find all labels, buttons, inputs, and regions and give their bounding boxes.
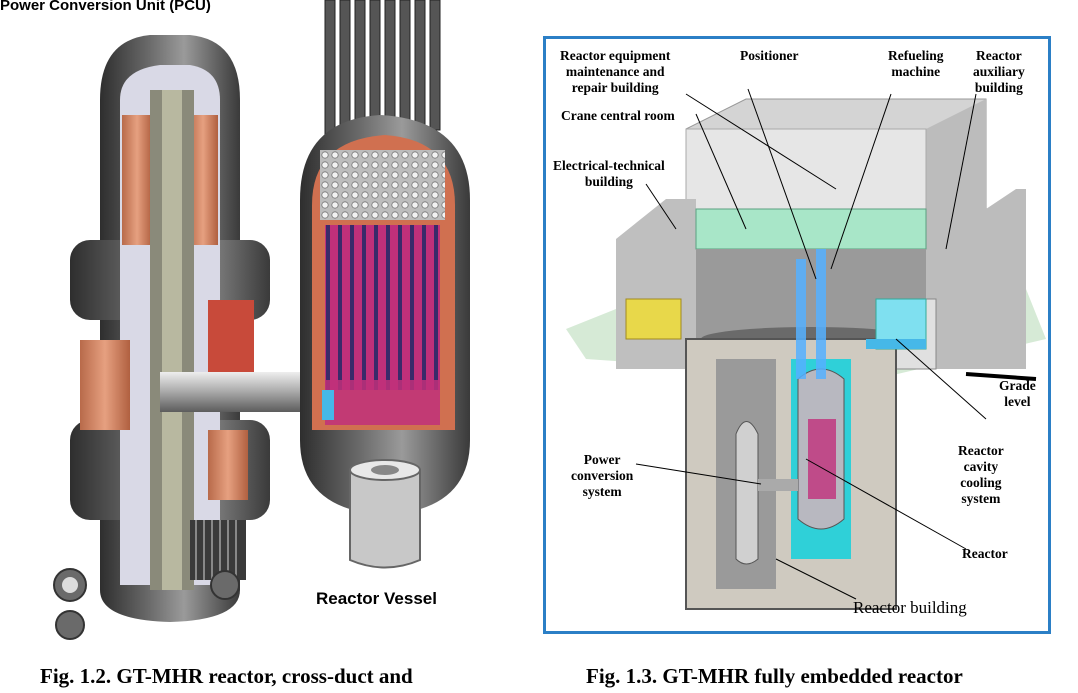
label-electrical-technical-building: Electrical-technical building: [553, 158, 665, 189]
grade-level-line: [965, 372, 1037, 381]
label-crane-central-room: Crane central room: [561, 108, 675, 123]
reactor-vessel-label: Reactor Vessel: [316, 589, 437, 608]
leader-lines: [635, 88, 987, 600]
pcu-vessel: [53, 35, 270, 640]
caption-fig-1-3: Fig. 1.3. GT-MHR fully embedded reactor: [586, 664, 963, 688]
label-maintenance-building: Reactor equipment maintenance and repair…: [560, 48, 671, 95]
caption-fig-1-2: Fig. 1.2. GT-MHR reactor, cross-duct and: [40, 664, 413, 688]
label-power-conversion-system: Power conversion system: [571, 452, 634, 499]
label-reactor: Reactor: [962, 546, 1008, 561]
reactor-vessel: [300, 0, 470, 569]
underground-silo: [685, 249, 927, 610]
gt-mhr-cutaway-illustration: [53, 0, 470, 640]
label-auxiliary-building: Reactor auxiliary building: [973, 48, 1025, 95]
label-reactor-building: Reactor building: [853, 598, 967, 617]
label-refueling-machine: Refueling machine: [888, 48, 944, 79]
pcu-title: Power Conversion Unit (PCU): [0, 0, 211, 14]
embedded-reactor-plant-illustration: [566, 88, 1046, 610]
label-reactor-cavity-cooling-system: Reactor cavity cooling system: [958, 443, 1004, 506]
label-positioner: Positioner: [740, 48, 799, 63]
label-grade-level: Grade level: [999, 378, 1036, 409]
